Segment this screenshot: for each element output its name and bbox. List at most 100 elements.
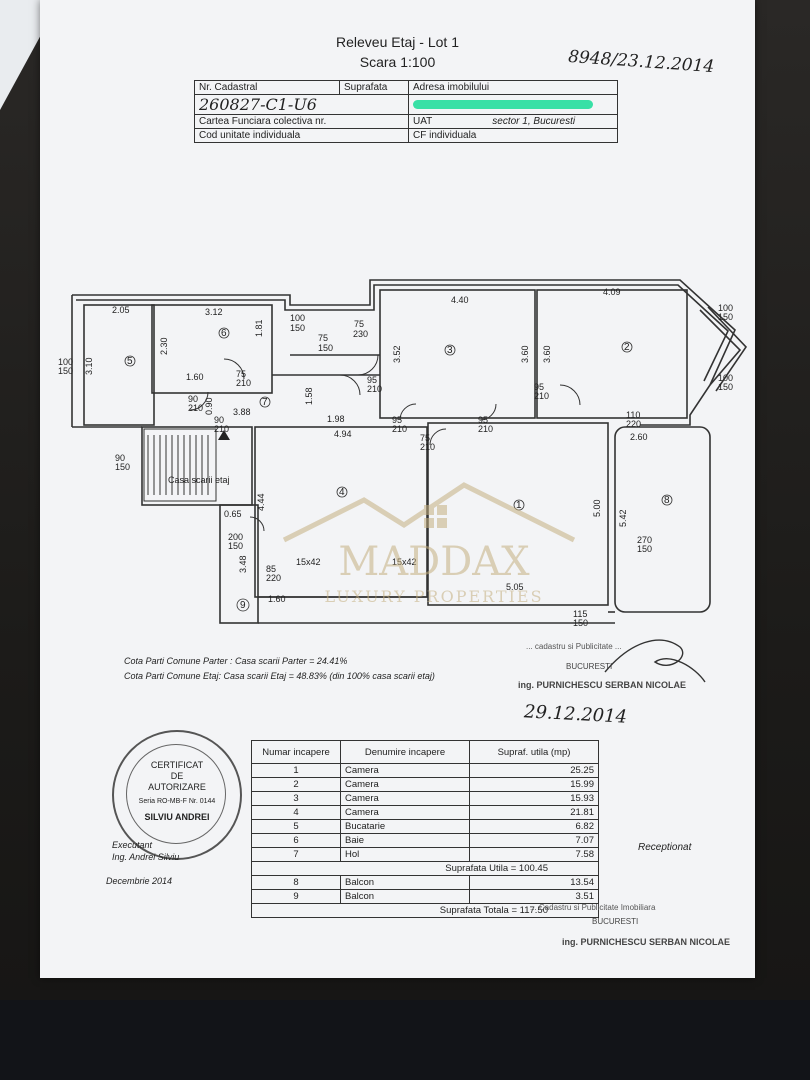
dim: 75 bbox=[318, 333, 328, 343]
dim: 75 bbox=[236, 369, 246, 379]
dim: 3.88 bbox=[233, 407, 251, 417]
watermark-roof-icon bbox=[282, 482, 576, 543]
cota-etaj-note: Cota Parti Comune Etaj: Casa scarii Etaj… bbox=[124, 671, 435, 681]
cota-parter-note: Cota Parti Comune Parter : Casa scarii P… bbox=[124, 656, 348, 666]
dim: 100 bbox=[290, 313, 305, 323]
dim: 4.09 bbox=[603, 287, 621, 297]
dim: 4.94 bbox=[334, 429, 352, 439]
dim: 3.12 bbox=[205, 307, 223, 317]
dim: 150 bbox=[318, 343, 333, 353]
cell-area: 6.82 bbox=[469, 819, 599, 834]
dim: 210 bbox=[236, 378, 251, 388]
dim: 95 bbox=[478, 415, 488, 425]
stamp-right-line3: ing. PURNICHESCU SERBAN NICOLAE bbox=[518, 680, 687, 690]
dim: 210 bbox=[392, 424, 407, 434]
cell-area: 13.54 bbox=[469, 875, 599, 890]
cell-nr: 8 bbox=[251, 875, 341, 890]
room-id-9: 9 bbox=[240, 600, 246, 611]
cod-unitate-label: Cod unitate individuala bbox=[194, 128, 409, 143]
dim: 210 bbox=[534, 391, 549, 401]
cell-nr: 2 bbox=[251, 777, 341, 792]
watermark-brand: MADDAX bbox=[338, 539, 530, 585]
document-date: Decembrie 2014 bbox=[106, 876, 173, 886]
authorization-stamp: CERTIFICAT DE AUTORIZARE Seria RO-MB-F N… bbox=[112, 730, 242, 860]
cell-area: 15.93 bbox=[469, 791, 599, 806]
dim: 3.60 bbox=[542, 345, 552, 363]
cell-nr: 3 bbox=[251, 791, 341, 806]
dim: 100 bbox=[718, 303, 733, 313]
dim: 2.60 bbox=[630, 432, 648, 442]
dim: 150 bbox=[718, 382, 733, 392]
cell-nr: 9 bbox=[251, 889, 341, 904]
dim: 1.81 bbox=[254, 319, 264, 337]
dim: 95 bbox=[392, 415, 402, 425]
dim: 150 bbox=[228, 541, 243, 551]
dim: 95 bbox=[534, 382, 544, 392]
dim: 85 bbox=[266, 564, 276, 574]
dim: 230 bbox=[353, 329, 368, 339]
handwritten-registration: 8948/23.12.2014 bbox=[567, 46, 715, 78]
cell-nr: 5 bbox=[251, 819, 341, 834]
col-suprafata: Supraf. utila (mp) bbox=[469, 740, 599, 764]
handwritten-date: 29.12.2014 bbox=[523, 701, 628, 728]
dim: 150 bbox=[115, 462, 130, 472]
dim: 150 bbox=[58, 366, 73, 376]
signature-right bbox=[604, 639, 706, 683]
dim: 220 bbox=[266, 573, 281, 583]
cf-individuala-label: CF individuala bbox=[408, 128, 618, 143]
dim: 0.65 bbox=[224, 509, 242, 519]
dim: 270 bbox=[637, 535, 652, 545]
dim: 100 bbox=[58, 357, 73, 367]
executant-label: Executant bbox=[112, 840, 153, 850]
dim: 4.44 bbox=[256, 493, 266, 511]
room-id-3: 3 bbox=[447, 345, 453, 356]
suprafata-totala: Suprafata Totala = 117.50 bbox=[251, 903, 599, 918]
dim: 100 bbox=[718, 373, 733, 383]
dim: 2.05 bbox=[112, 305, 130, 315]
suprafata-label: Suprafata bbox=[339, 80, 409, 95]
page-title: Releveu Etaj - Lot 1 bbox=[336, 34, 459, 50]
nr-cadastral-value: 260827-C1-U6 bbox=[199, 95, 317, 114]
nr-cadastral-label: Nr. Cadastral bbox=[194, 80, 340, 95]
dim: 3.52 bbox=[392, 345, 402, 363]
dim: 150 bbox=[637, 544, 652, 554]
carte-funciara-label: Cartea Funciara colectiva nr. bbox=[194, 114, 409, 129]
cell-name: Bucatarie bbox=[340, 819, 470, 834]
col-denumire: Denumire incapere bbox=[340, 740, 470, 764]
stamp-bottom-line2: BUCURESTI bbox=[592, 917, 639, 926]
dim: 1.60 bbox=[268, 594, 286, 604]
stamp-line3: AUTORIZARE bbox=[148, 782, 206, 792]
cell-name: Camera bbox=[340, 791, 470, 806]
stamp-bottom-line1: ... Cadastru si Publicitate Imobiliara bbox=[530, 903, 656, 912]
stamp-line5: SILVIU ANDREI bbox=[144, 812, 210, 822]
dim: 210 bbox=[214, 424, 229, 434]
dim: 95 bbox=[367, 375, 377, 385]
col-numar: Numar incapere bbox=[251, 740, 341, 764]
receptionat-label: Receptionat bbox=[638, 842, 692, 853]
cell-area: 15.99 bbox=[469, 777, 599, 792]
cell-name: Balcon bbox=[340, 889, 470, 904]
watermark-logo: MADDAX LUXURY PROPERTIES bbox=[282, 482, 576, 606]
dim: 220 bbox=[626, 419, 641, 429]
stamp-line1: CERTIFICAT bbox=[150, 760, 204, 770]
room-id-6: 6 bbox=[221, 328, 227, 339]
dim: 3.48 bbox=[238, 555, 248, 573]
stamp-right-line1: ... cadastru si Publicitate ... bbox=[526, 642, 622, 651]
room-id-4: 4 bbox=[339, 487, 345, 498]
address-redaction bbox=[413, 100, 593, 109]
dim: 110 bbox=[626, 410, 640, 420]
dim: 150 bbox=[718, 312, 733, 322]
scale-label: Scara 1:100 bbox=[359, 54, 436, 70]
document-page: Releveu Etaj - Lot 1 Scara 1:100 8948/23… bbox=[40, 0, 755, 978]
uat-value: sector 1, Bucuresti bbox=[492, 116, 576, 127]
stamp-right-line2: BUCURESTI bbox=[566, 662, 613, 671]
dim: 4.40 bbox=[451, 295, 469, 305]
dim: 150 bbox=[573, 618, 588, 628]
cell-name: Hol bbox=[340, 847, 470, 862]
desk-surface bbox=[0, 1000, 810, 1080]
stamp-line2: DE bbox=[170, 771, 184, 781]
